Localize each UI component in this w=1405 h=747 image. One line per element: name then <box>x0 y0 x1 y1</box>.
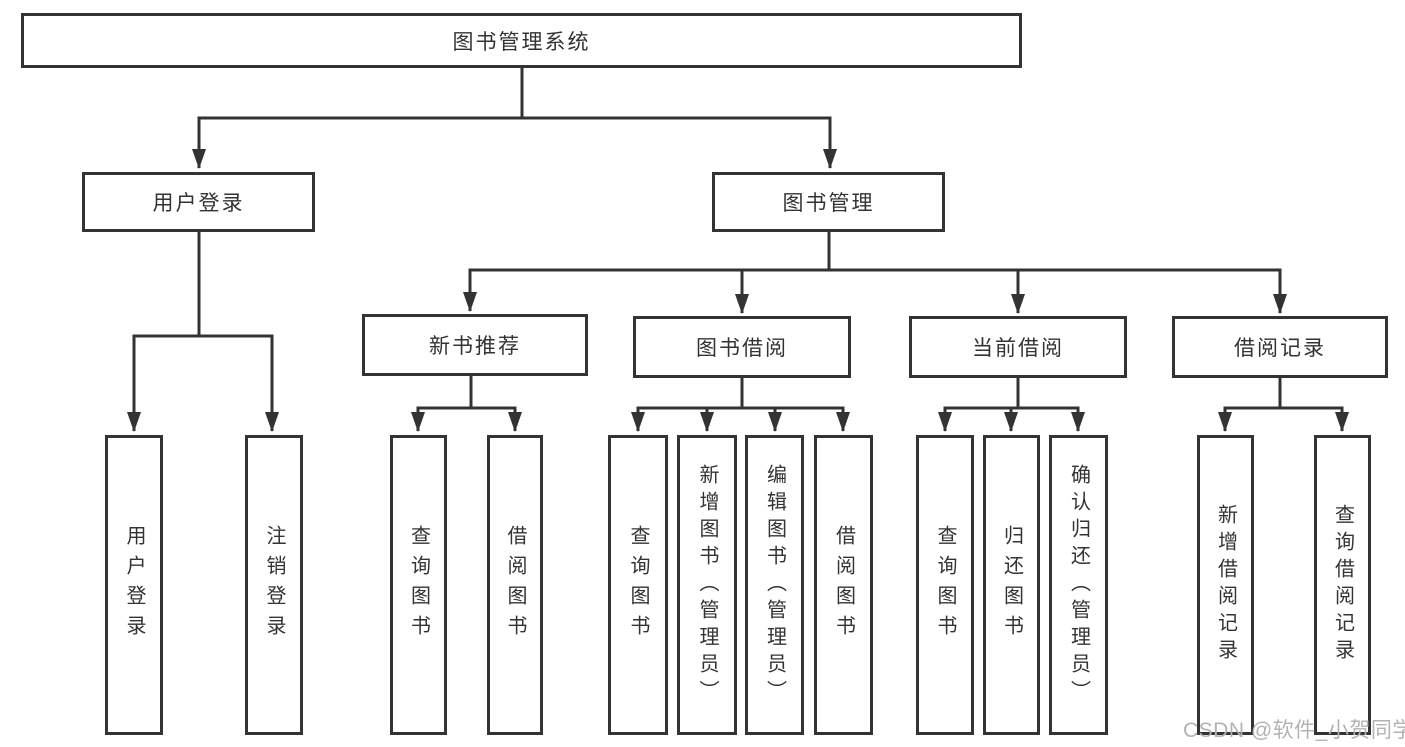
leaf-logout-label: 注销登录 <box>263 525 285 645</box>
leaf-newbook-query-books: 查询图书 <box>390 435 447 735</box>
leaf-confirm-return-admin: 确认归还（管理员） <box>1049 435 1108 735</box>
leaf-add-books-admin: 新增图书（管理员） <box>677 435 737 735</box>
leaf-query-borrow-record-label: 查询借阅记录 <box>1331 504 1354 666</box>
leaf-borrow-books-label: 借阅图书 <box>832 525 855 645</box>
leaf-add-borrow-record-label: 新增借阅记录 <box>1214 504 1237 666</box>
node-borrow-records-label: 借阅记录 <box>1234 337 1326 360</box>
tree-edges <box>127 66 1349 432</box>
leaf-edit-books-admin-label: 编辑图书（管理员） <box>763 463 786 707</box>
node-new-book-recommend: 新书推荐 <box>362 314 588 376</box>
leaf-current-query-books: 查询图书 <box>916 435 974 735</box>
node-book-borrow-label: 图书借阅 <box>696 337 788 360</box>
leaf-current-query-books-label: 查询图书 <box>934 525 956 645</box>
node-borrow-records: 借阅记录 <box>1172 316 1388 378</box>
leaf-add-borrow-record: 新增借阅记录 <box>1197 435 1254 735</box>
leaf-return-books-label: 归还图书 <box>1000 525 1023 645</box>
leaf-confirm-return-admin-label: 确认归还（管理员） <box>1067 463 1090 707</box>
leaf-edit-books-admin: 编辑图书（管理员） <box>745 435 804 735</box>
leaf-borrow-query-books-label: 查询图书 <box>627 525 649 645</box>
leaf-add-books-admin-label: 新增图书（管理员） <box>696 463 718 707</box>
node-root: 图书管理系统 <box>21 13 1022 68</box>
node-current-borrow: 当前借阅 <box>909 316 1127 378</box>
leaf-newbook-borrow-books: 借阅图书 <box>487 435 543 735</box>
node-user-login-label: 用户登录 <box>152 192 245 215</box>
node-user-login: 用户登录 <box>82 172 315 232</box>
leaf-borrow-books: 借阅图书 <box>814 435 873 735</box>
leaf-newbook-borrow-books-label: 借阅图书 <box>504 525 526 645</box>
leaf-logout: 注销登录 <box>245 435 303 735</box>
node-book-borrow: 图书借阅 <box>633 316 851 378</box>
leaf-newbook-query-books-label: 查询图书 <box>407 525 430 645</box>
node-book-management-label: 图书管理 <box>782 192 875 215</box>
leaf-user-login-label: 用户登录 <box>123 525 145 645</box>
csdn-watermark: CSDN @软件_小贺同学 <box>1183 719 1405 742</box>
leaf-return-books: 归还图书 <box>983 435 1040 735</box>
leaf-query-borrow-record: 查询借阅记录 <box>1314 435 1371 735</box>
leaf-borrow-query-books: 查询图书 <box>608 435 668 735</box>
node-new-book-recommend-label: 新书推荐 <box>429 335 521 358</box>
node-book-management: 图书管理 <box>712 172 945 232</box>
leaf-user-login: 用户登录 <box>105 435 163 735</box>
node-root-label: 图书管理系统 <box>452 30 591 54</box>
node-current-borrow-label: 当前借阅 <box>972 337 1064 360</box>
